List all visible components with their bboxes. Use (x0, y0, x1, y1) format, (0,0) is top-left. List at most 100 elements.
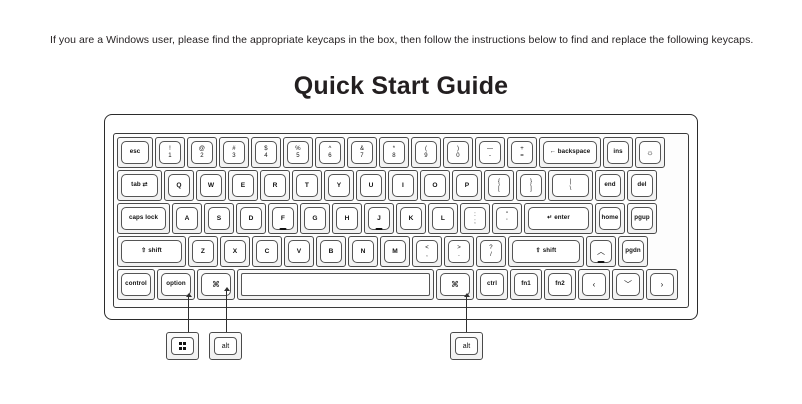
key-z[interactable]: Z (188, 236, 218, 267)
key-3[interactable]: #3 (219, 137, 249, 168)
key-ins[interactable]: ins (603, 137, 633, 168)
key-legend-lower: 6 (328, 152, 332, 159)
key-slash[interactable]: ?/ (476, 236, 506, 267)
key-bracket-left[interactable]: {[ (484, 170, 514, 201)
key-backspace[interactable]: ← backspace (539, 137, 601, 168)
homing-bar (279, 228, 287, 230)
key-k[interactable]: K (396, 203, 426, 234)
key-minus[interactable]: —- (475, 137, 505, 168)
key-shift-right[interactable]: ⇧ shift (508, 236, 584, 267)
key-legend: ⌘ (450, 279, 460, 289)
key-f[interactable]: F (268, 203, 298, 234)
key-y[interactable]: Y (324, 170, 354, 201)
key-caps-lock[interactable]: caps lock (117, 203, 170, 234)
key-command-left[interactable]: ⌘ (197, 269, 235, 300)
key-s[interactable]: S (204, 203, 234, 234)
key-c[interactable]: C (252, 236, 282, 267)
key-legend-lower: - (488, 152, 492, 159)
key-b[interactable]: B (316, 236, 346, 267)
key-legend: ← backspace (549, 148, 591, 156)
key-8[interactable]: *8 (379, 137, 409, 168)
key-equal[interactable]: += (507, 137, 537, 168)
key-semicolon[interactable]: :; (460, 203, 490, 234)
key-shift-left[interactable]: ⇧ shift (117, 236, 186, 267)
key-legend-upper: ) (456, 145, 460, 152)
key-legend-upper: | (569, 178, 572, 185)
key-period[interactable]: >. (444, 236, 474, 267)
spare-alt-left[interactable]: alt (209, 332, 242, 360)
key-comma[interactable]: <, (412, 236, 442, 267)
key-arrow-up[interactable]: ︿ (586, 236, 616, 267)
key-0[interactable]: )0 (443, 137, 473, 168)
key-q[interactable]: Q (164, 170, 194, 201)
key-v[interactable]: V (284, 236, 314, 267)
key-legend: ctrl (486, 280, 498, 288)
key-legend-lower: , (426, 251, 428, 258)
key-tab[interactable]: tab ⇄ (117, 170, 162, 201)
key-t[interactable]: T (292, 170, 322, 201)
key-bracket-right[interactable]: }] (516, 170, 546, 201)
key-control[interactable]: control (117, 269, 155, 300)
key-legend-upper: } (529, 178, 533, 185)
key-4[interactable]: $4 (251, 137, 281, 168)
key-6[interactable]: ^6 (315, 137, 345, 168)
key-del[interactable]: del (627, 170, 657, 201)
key-pgdn[interactable]: pgdn (618, 236, 648, 267)
key-arrow-left[interactable]: ‹ (578, 269, 610, 300)
key-esc[interactable]: esc (117, 137, 153, 168)
key-x[interactable]: X (220, 236, 250, 267)
key-home[interactable]: home (595, 203, 625, 234)
key-legend: D (248, 214, 254, 222)
key-space[interactable] (237, 269, 434, 300)
key-a[interactable]: A (172, 203, 202, 234)
key-w[interactable]: W (196, 170, 226, 201)
key-2[interactable]: @2 (187, 137, 217, 168)
key-backlight[interactable]: ☼ (635, 137, 665, 168)
key-n[interactable]: N (348, 236, 378, 267)
key-legend: R (272, 181, 278, 189)
key-j[interactable]: J (364, 203, 394, 234)
key-legend-lower: \ (569, 185, 572, 192)
key-arrow-down[interactable]: ﹀ (612, 269, 644, 300)
key-r[interactable]: R (260, 170, 290, 201)
key-quote[interactable]: "' (492, 203, 522, 234)
key-fn2[interactable]: fn2 (544, 269, 576, 300)
key-legend: esc (129, 148, 141, 156)
key-o[interactable]: O (420, 170, 450, 201)
key-legend-lower: 5 (296, 152, 300, 159)
leader-line-command-left (226, 290, 228, 332)
key-l[interactable]: L (428, 203, 458, 234)
spare-windows-key[interactable] (166, 332, 199, 360)
spare-alt-right[interactable]: alt (450, 332, 483, 360)
key-u[interactable]: U (356, 170, 386, 201)
key-5[interactable]: %5 (283, 137, 313, 168)
key-pgup[interactable]: pgup (627, 203, 657, 234)
leader-arrow-command-left (223, 287, 230, 291)
page-title: Quick Start Guide (293, 72, 509, 100)
key-legend: K (408, 214, 414, 222)
key-h[interactable]: H (332, 203, 362, 234)
key-7[interactable]: &7 (347, 137, 377, 168)
key-ctrl-right[interactable]: ctrl (476, 269, 508, 300)
key-command-right[interactable]: ⌘ (436, 269, 474, 300)
key-backslash[interactable]: |\ (548, 170, 593, 201)
key-m[interactable]: M (380, 236, 410, 267)
key-legend-lower: 9 (424, 152, 428, 159)
key-legend: M (392, 247, 398, 255)
key-fn1[interactable]: fn1 (510, 269, 542, 300)
key-g[interactable]: G (300, 203, 330, 234)
key-legend-lower: ] (530, 185, 532, 192)
key-legend: G (312, 214, 318, 222)
key-p[interactable]: P (452, 170, 482, 201)
key-option-left[interactable]: option (157, 269, 195, 300)
key-e[interactable]: E (228, 170, 258, 201)
key-legend: U (368, 181, 374, 189)
key-9[interactable]: (9 (411, 137, 441, 168)
key-arrow-right[interactable]: › (646, 269, 678, 300)
key-end[interactable]: end (595, 170, 625, 201)
key-d[interactable]: D (236, 203, 266, 234)
key-i[interactable]: I (388, 170, 418, 201)
key-enter[interactable]: ↵ enter (524, 203, 593, 234)
key-1[interactable]: !1 (155, 137, 185, 168)
